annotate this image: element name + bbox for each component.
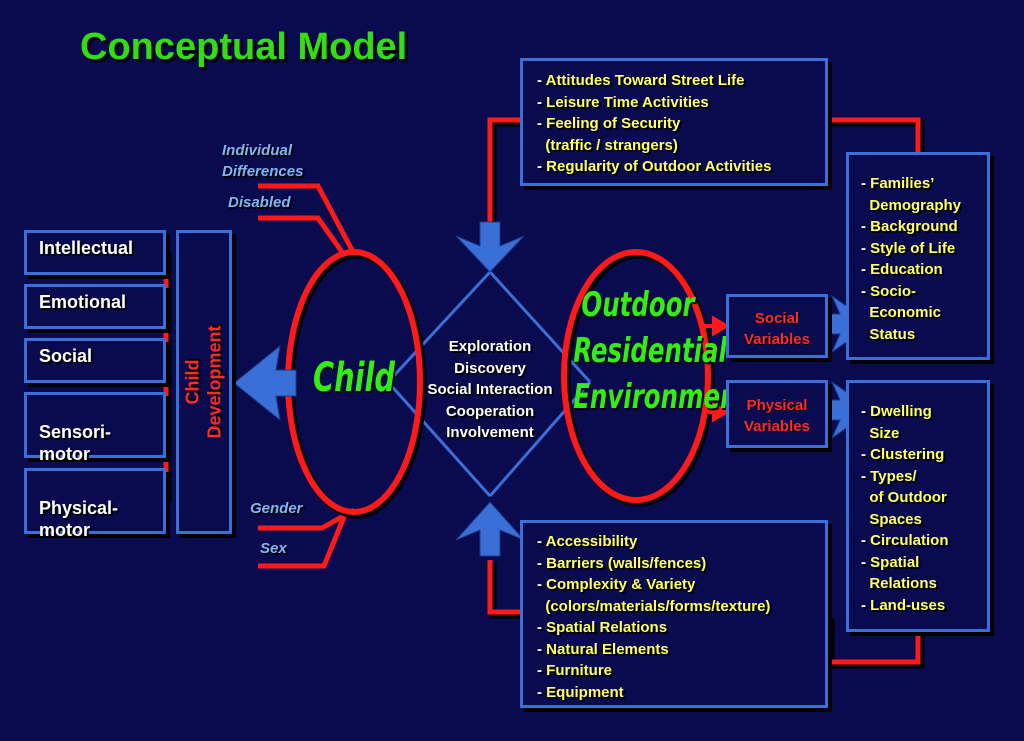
list-item: - Regularity of Outdoor Activities (537, 158, 772, 175)
interaction-item: Exploration (448, 338, 532, 355)
development-item-emotional: Emotional (24, 284, 166, 329)
social-variables-label: Social Variables (744, 310, 810, 348)
development-item-label: Physical- motor (39, 498, 119, 540)
development-item-intellectual: Intellectual (24, 230, 166, 275)
list-item: - Barriers (walls/fences) (537, 554, 707, 572)
list-item: - Types/ of Outdoor Spaces (861, 467, 947, 528)
list-item: - Spatial Relations (861, 553, 937, 593)
list-item: - Education (861, 261, 943, 278)
list-item: - Complexity & Variety (colors/materials… (537, 576, 771, 615)
physical-variables-label: Physical Variables (744, 397, 810, 435)
list-item: - Furniture (537, 662, 613, 679)
list-item: - Dwelling Size (861, 403, 932, 442)
physical-factors-box: - Accessibility - Barriers (walls/fences… (520, 520, 828, 708)
development-item-social: Social (24, 338, 166, 383)
list-item: - Equipment (537, 683, 624, 701)
factor-sex: Sex (260, 540, 287, 557)
list-item: - Clustering (861, 446, 945, 463)
list-item: - Attitudes Toward Street Life (537, 72, 745, 89)
factor-individual-differences: Individual Differences (222, 142, 304, 180)
list-item: - Socio- Economic Status (861, 282, 942, 343)
social-variables-box: Social Variables (726, 294, 828, 358)
list-item: - Spatial Relations (537, 619, 668, 636)
list-item: - Natural Elements (537, 640, 669, 658)
list-item: - Families’ Demography (861, 175, 962, 214)
list-item: - Circulation (861, 532, 949, 549)
development-item-sensori-motor: Sensori- motor (24, 392, 166, 464)
social-variables-list-box: - Families’ Demography - Background - St… (846, 152, 990, 360)
child-development-label: Child Development (183, 325, 225, 439)
interaction-item: Social Interaction (427, 381, 553, 398)
interaction-item: Involvement (446, 424, 534, 441)
physical-variables-list-box: - Dwelling Size - Clustering - Types/ of… (846, 380, 990, 632)
child-label: Child (312, 355, 395, 401)
development-item-label: Social (39, 346, 93, 366)
development-item-label: Emotional (39, 292, 127, 312)
list-item: - Style of Life (861, 239, 956, 257)
factor-disabled: Disabled (228, 194, 291, 211)
list-item: - Background (861, 218, 958, 235)
child-development-box: Child Development (176, 230, 232, 534)
development-item-physical-motor: Physical- motor (24, 468, 166, 540)
list-item: - Leisure Time Activities (537, 93, 709, 111)
interaction-item: Cooperation (445, 402, 535, 420)
factor-gender: Gender (250, 500, 303, 517)
list-item: - Land-uses (861, 596, 946, 614)
physical-variables-box: Physical Variables (726, 380, 828, 448)
development-item-label: Intellectual (39, 238, 134, 258)
interaction-list: Exploration Discovery Social Interaction… (410, 336, 570, 444)
environment-label: Outdoor Residential Environment (573, 285, 750, 417)
social-factors-box: - Attitudes Toward Street Life - Leisure… (520, 58, 828, 186)
list-item: - Accessibility (537, 533, 638, 550)
development-item-label: Sensori- motor (39, 422, 112, 464)
page-title: Conceptual Model (80, 26, 408, 68)
list-item: - Feeling of Security (traffic / strange… (537, 115, 681, 154)
interaction-item: Discovery (454, 359, 526, 377)
